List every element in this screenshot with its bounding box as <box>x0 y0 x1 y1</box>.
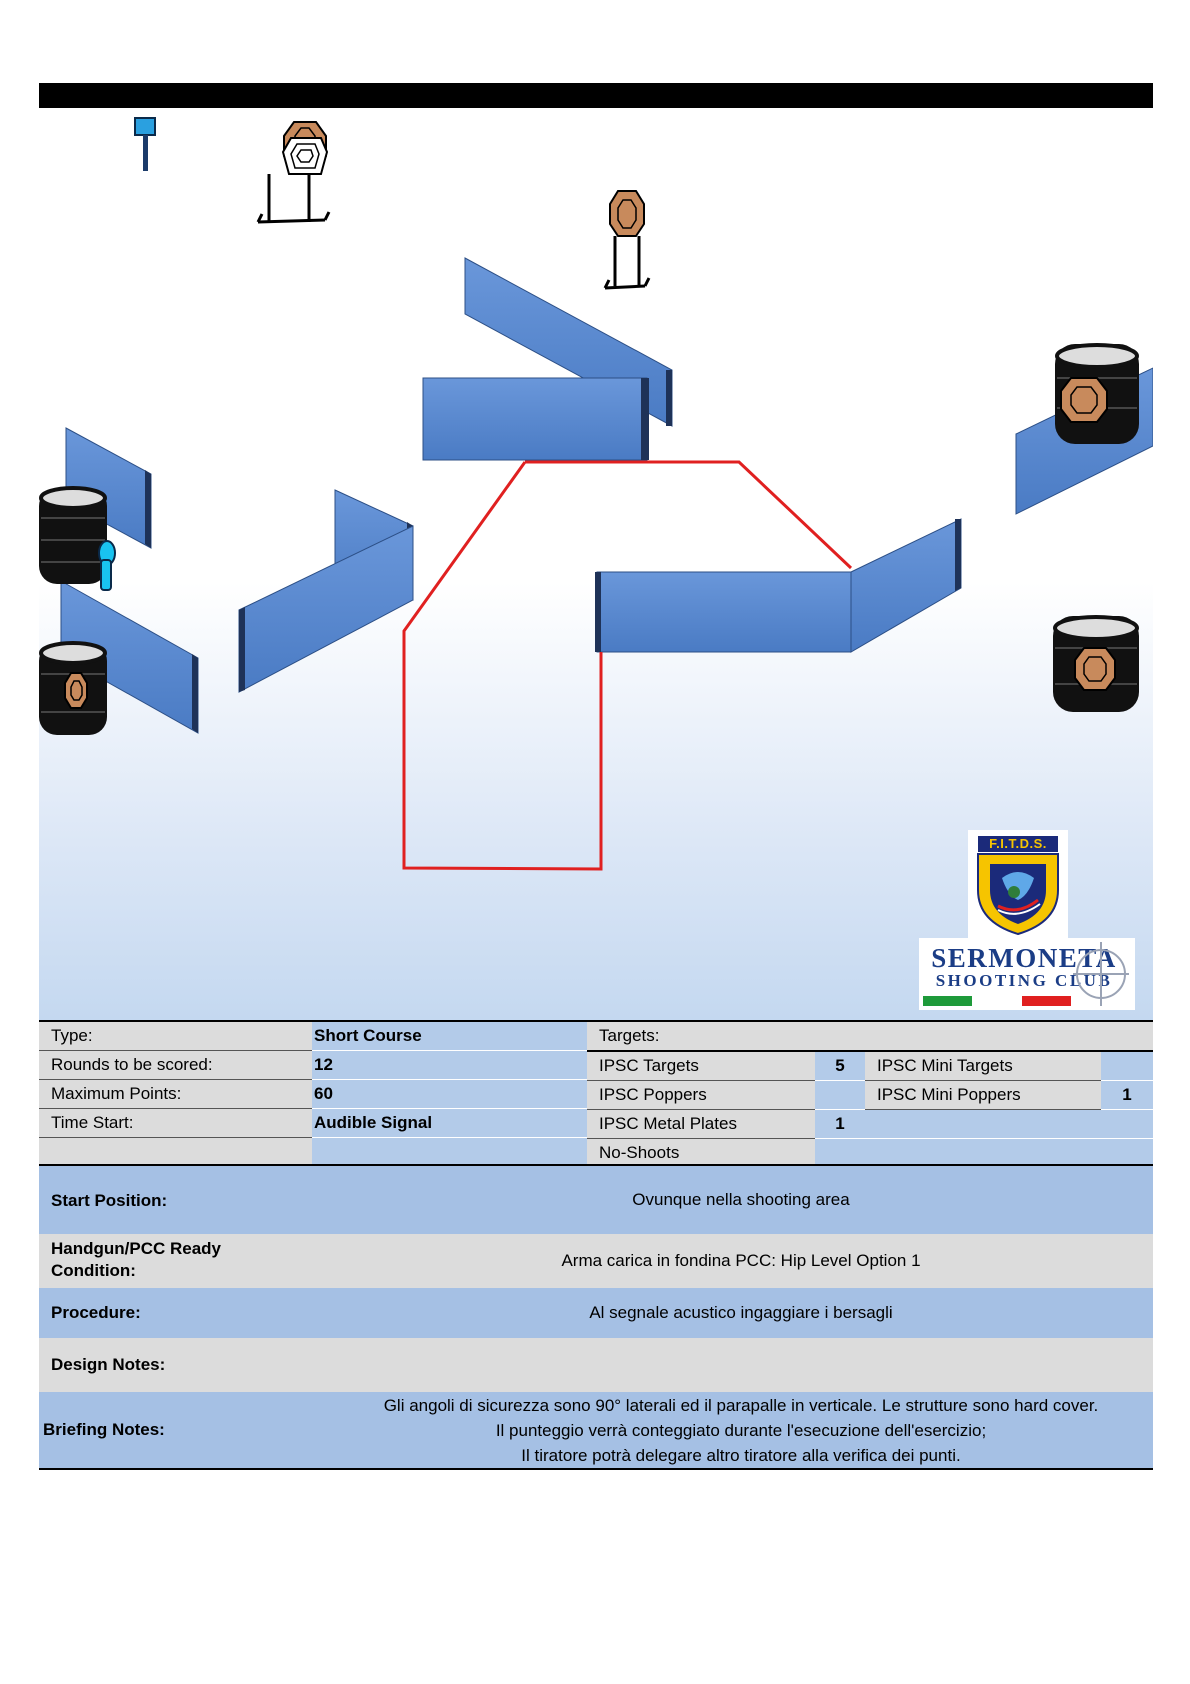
ipsc-targets-value: 5 <box>815 1052 865 1080</box>
sermoneta-logo: SERMONETA SHOOTING CLUB <box>919 938 1135 1010</box>
metal-plate-icon <box>134 117 156 171</box>
club-name: SERMONETA <box>931 943 1117 973</box>
type-label: Type: <box>39 1022 312 1050</box>
shooting-area-boundary <box>525 460 853 570</box>
wall-left-lower <box>60 580 199 734</box>
row-divider <box>587 1080 815 1081</box>
ipsc-mini-targets-value <box>1101 1052 1153 1080</box>
barrel-stack-right-lower <box>1053 615 1139 712</box>
ipsc-target-noshoot-icon <box>256 121 331 224</box>
empty-cell <box>865 1110 1153 1138</box>
stage-diagram: F.I.T.D.S. SERMONETA SHOOTING CLUB <box>39 108 1153 1020</box>
table-bottom-border <box>39 1164 1153 1166</box>
maxpoints-label: Maximum Points: <box>39 1080 312 1108</box>
ipsc-mini-poppers-value: 1 <box>1101 1081 1153 1109</box>
stage-description: Start Position: Ovunque nella shooting a… <box>39 1166 1153 1472</box>
stage-info-table: Type: Short Course Rounds to be scored: … <box>39 1020 1153 1167</box>
shooting-area-boundary-left <box>402 461 603 871</box>
stage-title-bar <box>39 83 1153 108</box>
fitds-shield-icon <box>977 853 1059 936</box>
ipsc-poppers-label: IPSC Poppers <box>587 1081 815 1109</box>
wall-center-right-front <box>595 571 852 653</box>
wall-center-left-diagonal <box>238 525 414 693</box>
fitds-title: F.I.T.D.S. <box>978 836 1058 852</box>
logos-block: F.I.T.D.S. SERMONETA SHOOTING CLUB <box>919 830 1135 1010</box>
mini-popper-icon <box>98 540 116 591</box>
targets-divider <box>587 1050 1153 1052</box>
row-divider <box>39 1050 312 1051</box>
row-divider <box>587 1138 815 1139</box>
row-divider <box>587 1109 815 1110</box>
start-position-label: Start Position: <box>51 1191 168 1210</box>
empty-value <box>312 1138 587 1166</box>
timestart-label: Time Start: <box>39 1109 312 1137</box>
briefing-notes-row: Briefing Notes: Gli angoli di sicurezza … <box>39 1392 1153 1468</box>
stage-diagram-svg <box>39 117 1153 871</box>
maxpoints-value: 60 <box>312 1080 587 1108</box>
ipsc-metal-plates-value: 1 <box>815 1110 865 1138</box>
ipsc-metal-plates-label: IPSC Metal Plates <box>587 1110 815 1138</box>
rounds-label: Rounds to be scored: <box>39 1051 312 1079</box>
wall-left-upper <box>65 427 152 549</box>
ipsc-target-icon <box>603 190 651 290</box>
timestart-value: Audible Signal <box>312 1109 587 1137</box>
design-notes-row: Design Notes: <box>39 1338 1153 1392</box>
briefing-line-3: Il tiratore potrà delegare altro tirator… <box>521 1446 961 1465</box>
crosshair-icon <box>1073 942 1129 1006</box>
targets-label: Targets: <box>587 1022 1153 1050</box>
stage-title <box>39 85 51 105</box>
description-bottom-border <box>39 1468 1153 1470</box>
barrel-stack-left-upper <box>39 486 107 584</box>
barrel-stack-right-upper <box>1055 343 1139 444</box>
wall-center-right-diagonal <box>850 518 962 653</box>
club-subtitle: SHOOTING CLUB <box>935 971 1113 990</box>
row-divider <box>865 1080 1101 1081</box>
ready-condition-label-1: Handgun/PCC Ready <box>51 1239 222 1258</box>
procedure-label: Procedure: <box>51 1303 141 1322</box>
wall-top-front <box>422 377 649 461</box>
ipsc-mini-targets-label: IPSC Mini Targets <box>865 1052 1101 1080</box>
rounds-value: 12 <box>312 1051 587 1079</box>
fitds-logo: F.I.T.D.S. <box>968 830 1068 938</box>
noshoots-label: No-Shoots <box>587 1139 815 1167</box>
briefing-line-2: Il punteggio verrà conteggiato durante l… <box>495 1421 987 1440</box>
row-divider <box>39 1108 312 1109</box>
barrel-stack-left-lower <box>39 641 107 735</box>
ipsc-mini-poppers-label: IPSC Mini Poppers <box>865 1081 1101 1109</box>
ready-condition-row: Handgun/PCC Ready Condition: Arma carica… <box>39 1234 1153 1288</box>
start-position-value: Ovunque nella shooting area <box>632 1190 850 1209</box>
row-divider <box>39 1079 312 1080</box>
start-position-row: Start Position: Ovunque nella shooting a… <box>39 1166 1153 1234</box>
procedure-row: Procedure: Al segnale acustico ingaggiar… <box>39 1288 1153 1338</box>
briefing-notes-label: Briefing Notes: <box>43 1420 165 1439</box>
ready-condition-value: Arma carica in fondina PCC: Hip Level Op… <box>561 1251 921 1270</box>
table-top-border <box>39 1020 1153 1022</box>
procedure-value: Al segnale acustico ingaggiare i bersagl… <box>589 1303 893 1322</box>
ready-condition-label-2: Condition: <box>51 1261 136 1280</box>
ipsc-targets-label: IPSC Targets <box>587 1052 815 1080</box>
type-value: Short Course <box>312 1022 587 1050</box>
row-divider <box>865 1109 1101 1110</box>
italian-flag-stripe <box>923 996 1071 1006</box>
ipsc-poppers-value <box>815 1081 865 1109</box>
row-divider <box>39 1137 312 1138</box>
noshoots-value <box>815 1139 865 1167</box>
briefing-line-1: Gli angoli di sicurezza sono 90° lateral… <box>383 1396 1099 1415</box>
empty-cell <box>865 1139 1153 1167</box>
design-notes-label: Design Notes: <box>51 1355 166 1374</box>
empty-label <box>39 1138 312 1166</box>
